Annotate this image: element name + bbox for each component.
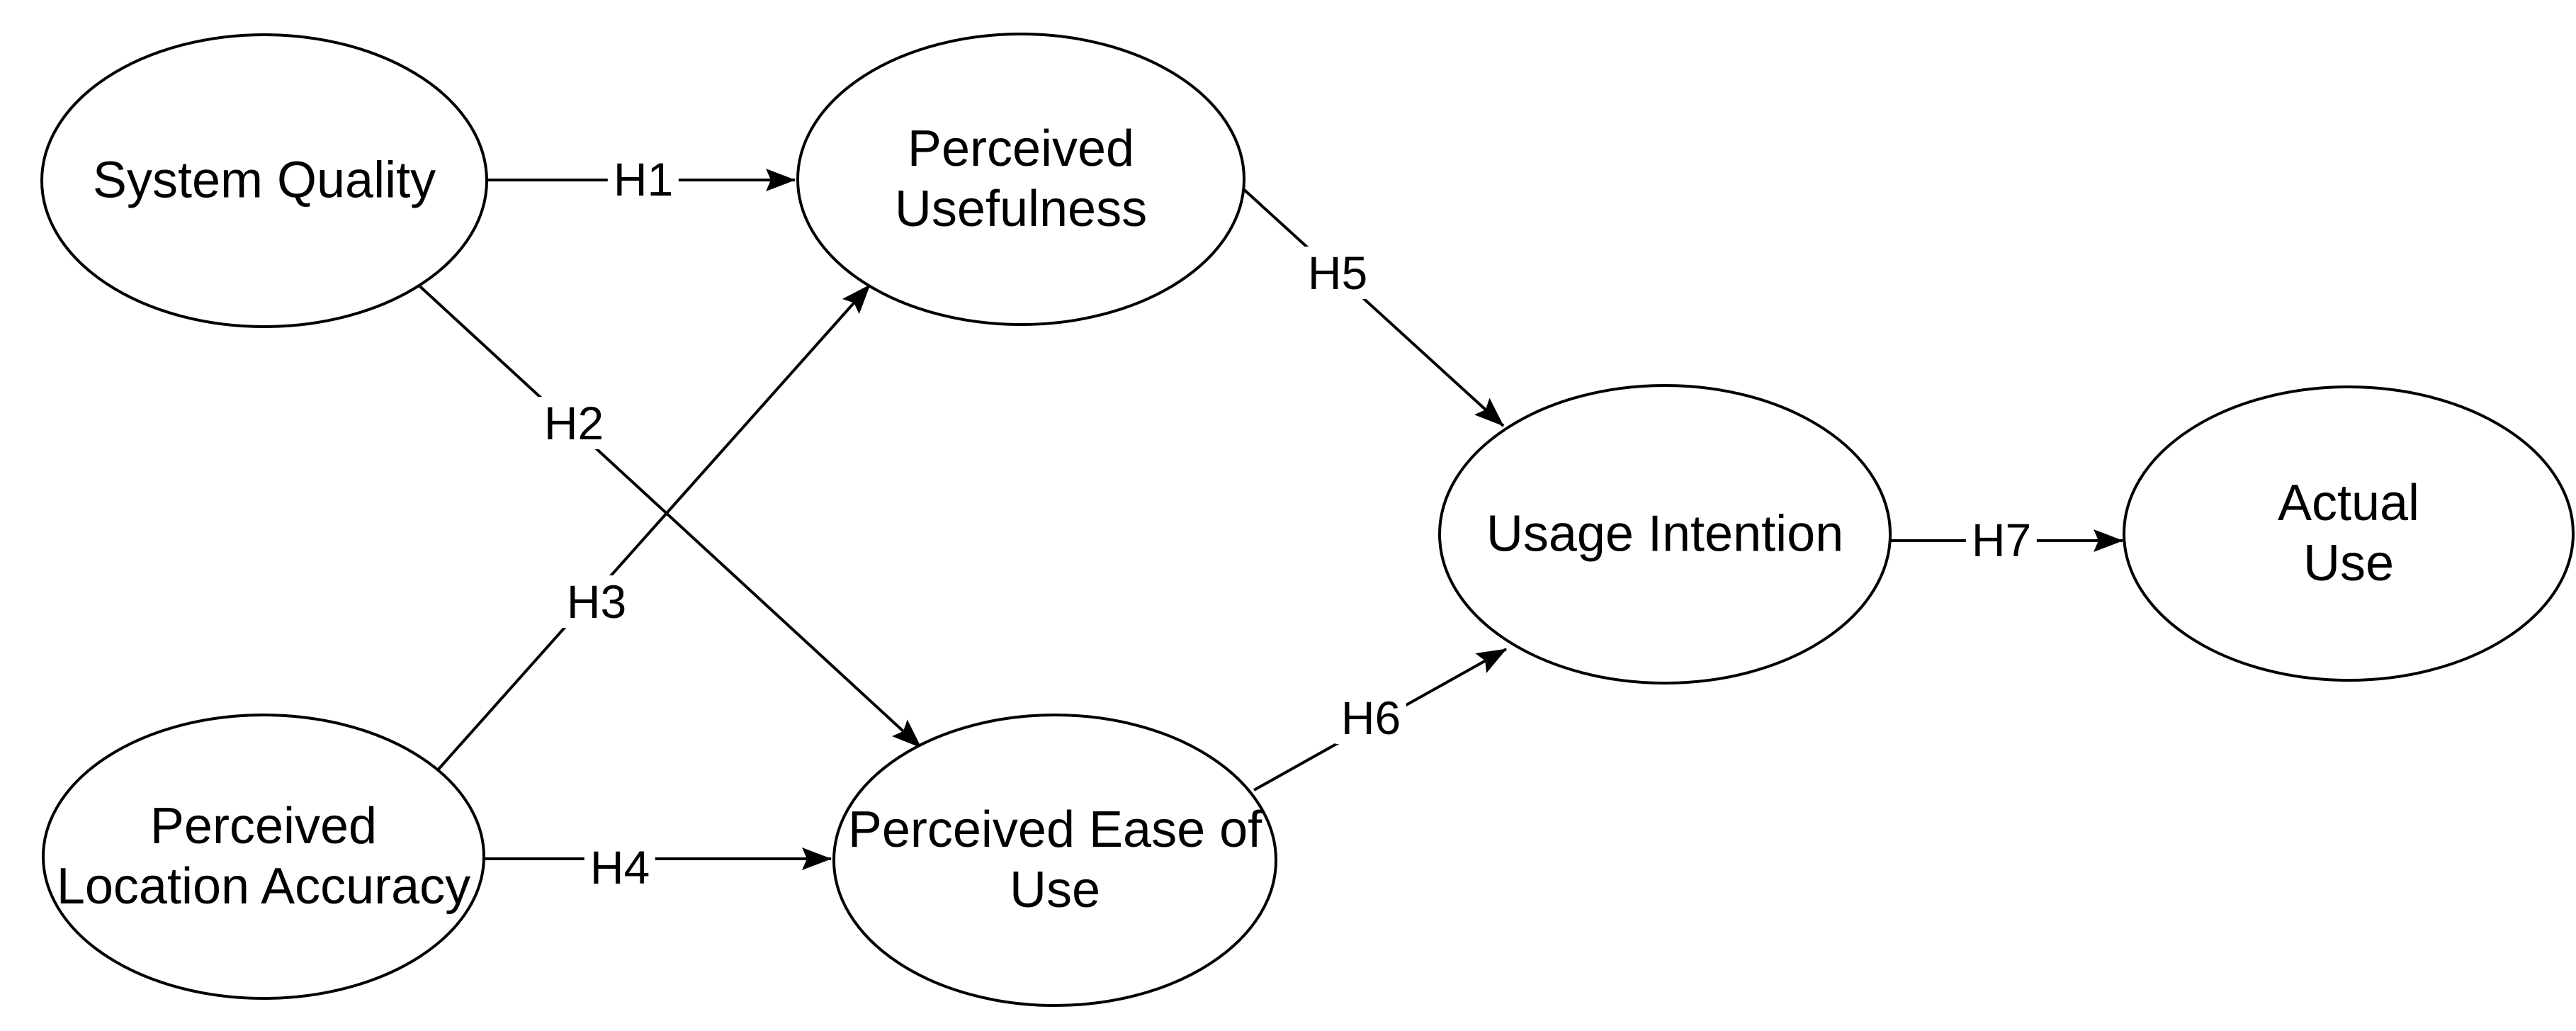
node-ellipse-usage-intention xyxy=(1438,384,1892,684)
node-label-system-quality: System Quality xyxy=(92,152,436,209)
node-ellipse-perceived-location-accuracy xyxy=(42,714,485,1000)
edge-label-h5: H5 xyxy=(1301,247,1374,299)
edge-arrow-h5 xyxy=(1240,186,1505,427)
node-ellipse-actual-use xyxy=(2123,385,2575,682)
node-label-perceived-location-accuracy: Perceived Location Accuracy xyxy=(56,798,471,915)
node-ellipse-perceived-ease-of-use xyxy=(832,714,1277,1007)
edge-arrow-h2 xyxy=(413,280,922,749)
node-label-perceived-ease-of-use: Perceived Ease of Use xyxy=(847,801,1262,918)
node-ellipse-perceived-usefulness xyxy=(796,33,1245,326)
node-label-usage-intention: Usage Intention xyxy=(1486,505,1844,563)
node-layer xyxy=(40,33,2575,1007)
edge-label-h1: H1 xyxy=(607,153,679,205)
edge-label-h4: H4 xyxy=(584,841,656,894)
edge-label-h2: H2 xyxy=(538,397,610,449)
edge-arrow-h3 xyxy=(434,283,871,774)
edge-label-h6: H6 xyxy=(1335,692,1407,744)
edge-label-h3: H3 xyxy=(560,575,633,628)
edge-label-h7: H7 xyxy=(1965,514,2038,566)
node-label-actual-use: Actual Use xyxy=(2277,475,2420,592)
node-ellipse-system-quality xyxy=(40,33,488,328)
node-label-perceived-usefulness: Perceived Usefulness xyxy=(894,120,1148,237)
